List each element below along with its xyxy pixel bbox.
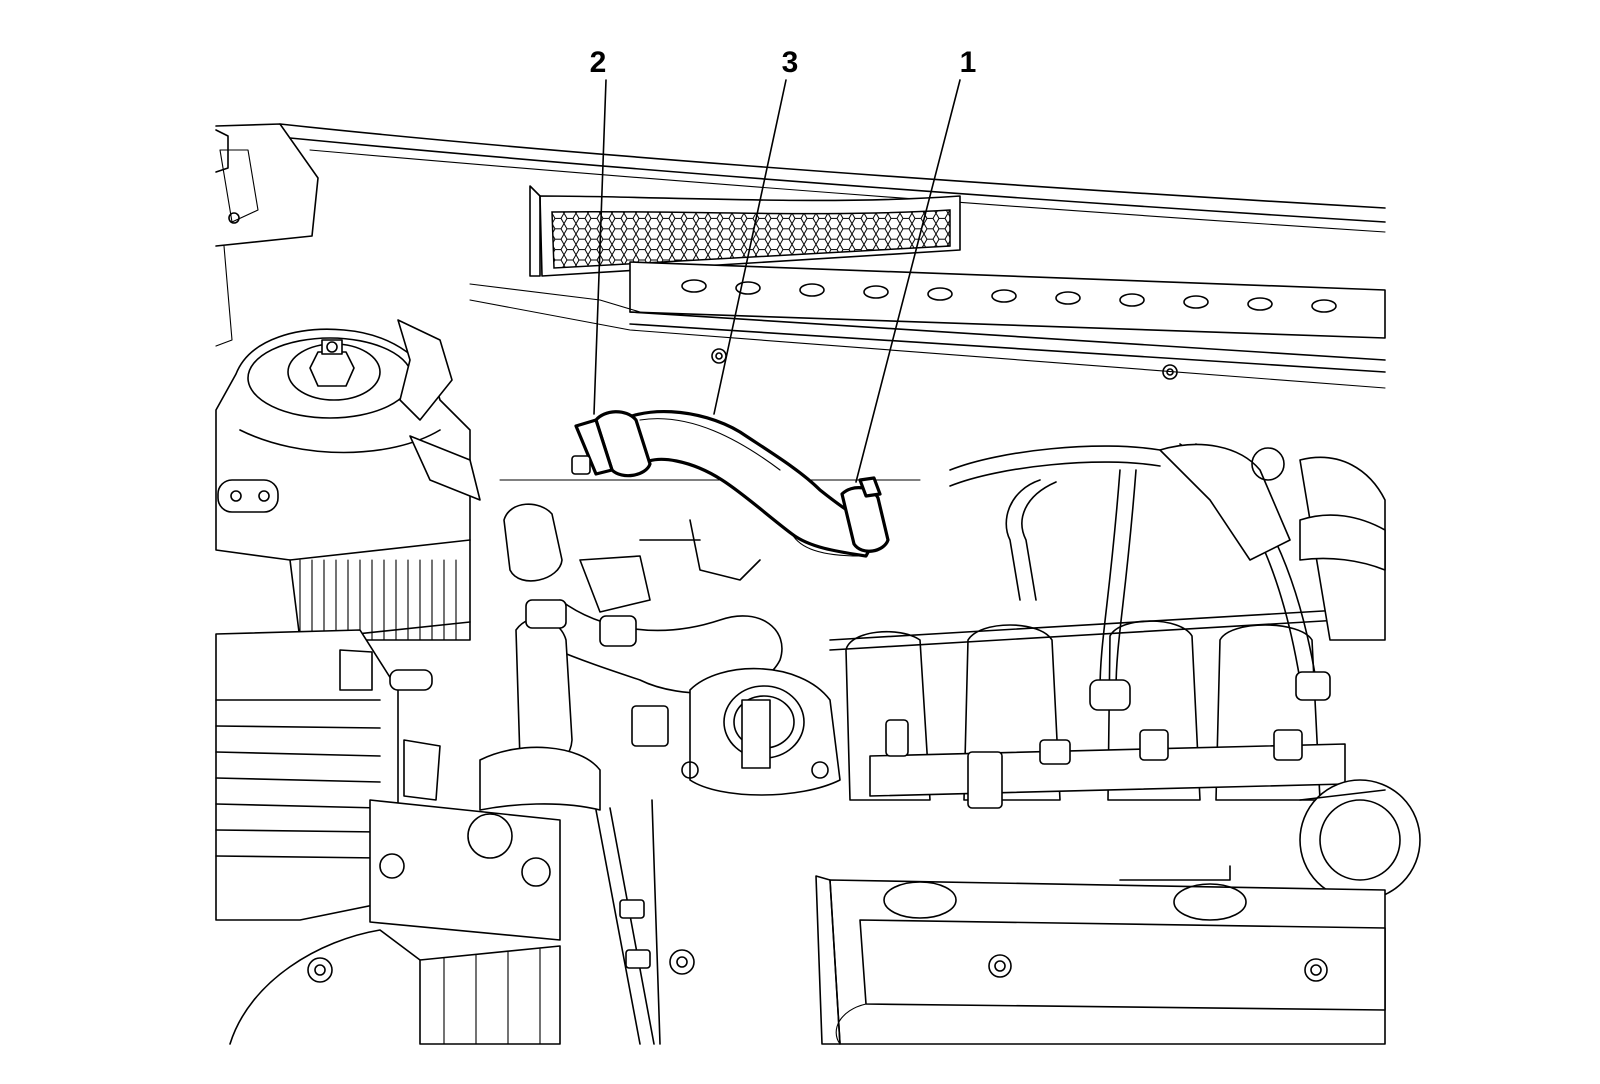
cowl-grille [529, 185, 961, 277]
lower-coolant-hoses [479, 479, 921, 811]
accessory-pulley [1299, 779, 1421, 901]
callout-1: 1 [855, 46, 977, 483]
callout-label-1: 1 [960, 46, 977, 79]
callout-3: 3 [713, 46, 799, 415]
hose-clamp-2 [571, 410, 652, 478]
radiator-support-bar [469, 261, 1386, 389]
throttle-body [631, 667, 841, 796]
hose-clamp-1 [840, 476, 890, 553]
fuel-rail [869, 719, 1346, 809]
engine-cover [815, 865, 1386, 1045]
heater-hose [610, 410, 882, 558]
strut-tower [215, 319, 481, 641]
callout-2: 2 [590, 46, 607, 415]
upper-right-components [949, 443, 1386, 641]
callout-label-2: 2 [590, 46, 607, 79]
wiring-harness [595, 799, 695, 1045]
callout-label-3: 3 [782, 46, 799, 79]
cowl-panel [215, 123, 1386, 347]
battery-housing [215, 629, 561, 1045]
